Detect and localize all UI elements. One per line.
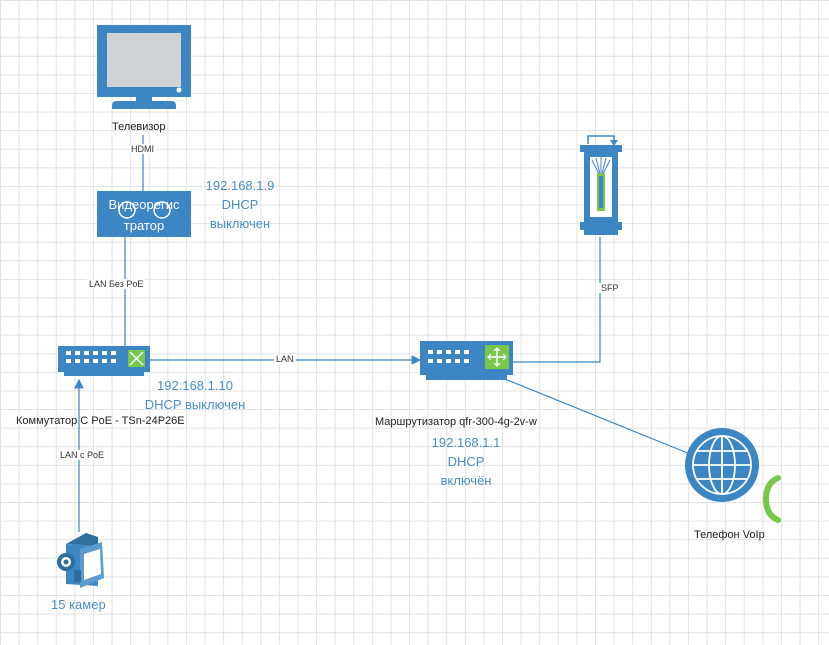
sfp-label: SFP (599, 283, 621, 293)
voip-link (499, 376, 691, 455)
dvr-info: 192.168.1.9 DHCP выключен (190, 176, 290, 233)
dvr-title: Видеорегис тратор (97, 194, 191, 236)
router-ip: 192.168.1.1 (431, 435, 501, 450)
switch-dhcp: DHCP выключен (144, 397, 246, 412)
router-info: 192.168.1.1 DHCP включён (416, 433, 516, 490)
dvr-title-line2: тратор (123, 218, 165, 233)
dvr-ip: 192.168.1.9 (205, 178, 275, 193)
sfp-link (513, 237, 601, 363)
router-dhcp: DHCP (447, 454, 485, 469)
router-dhcp-state: включён (440, 473, 492, 488)
lan-label: LAN (274, 354, 296, 364)
switch-ip: 192.168.1.10 (157, 378, 233, 393)
video-camera-icon (57, 533, 104, 588)
lan-poe-label: LAN с PoE (58, 450, 107, 460)
switch-label: Коммутатор С PoE - TSn-24P26E (16, 415, 185, 427)
voip-label: Телефон VoIp (694, 529, 765, 541)
router-label: Маршрутизатор qfr-300-4g-2v-w (375, 416, 537, 428)
router-icon (420, 341, 513, 380)
dvr-dhcp-state: выключен (209, 216, 271, 231)
switch-info: 192.168.1.10 DHCP выключен (130, 376, 260, 414)
fiber-module-icon (580, 135, 622, 235)
hdmi-label: HDMI (129, 144, 156, 154)
globe-icon (685, 428, 759, 502)
dvr-dhcp: DHCP (221, 197, 259, 212)
cameras-label: 15 камер (51, 597, 106, 612)
lan-no-poe-label: LAN Без PoE (87, 279, 146, 289)
dvr-title-line1: Видеорегис (108, 197, 180, 212)
tv-monitor-icon (97, 25, 191, 109)
tv-label: Телевизор (112, 121, 166, 133)
phone-handset-icon (762, 475, 781, 523)
dvr-icon (97, 191, 191, 237)
switch-icon (58, 346, 150, 376)
